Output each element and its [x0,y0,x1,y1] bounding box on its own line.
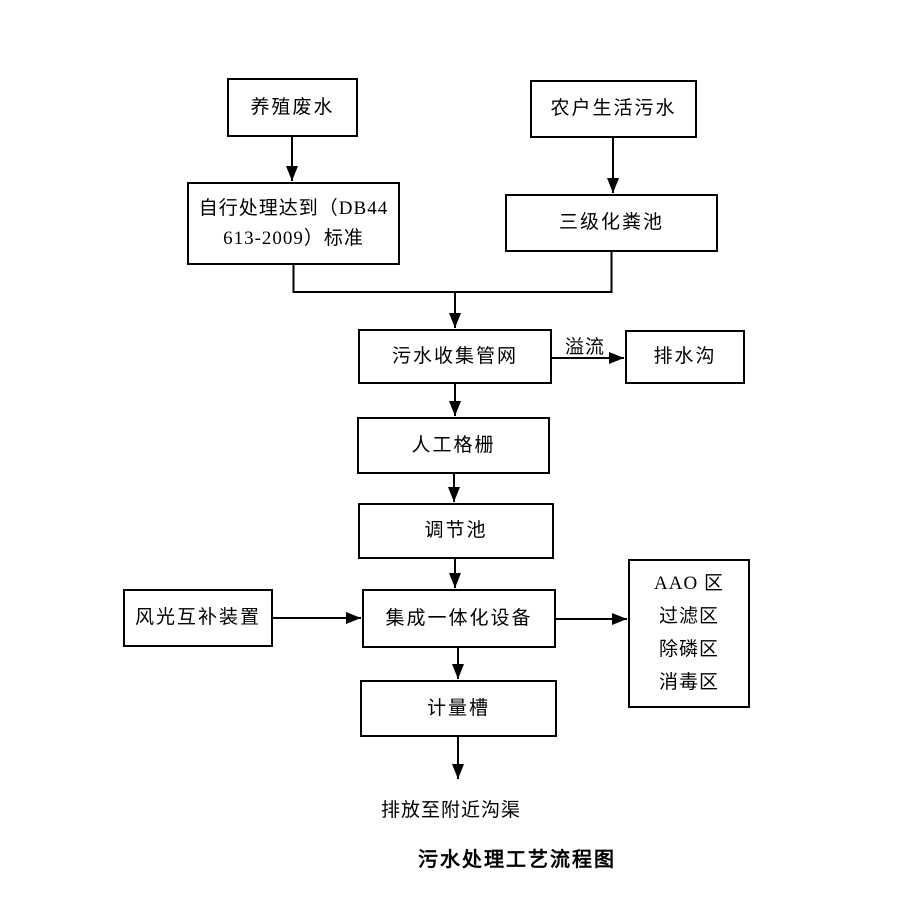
zone-disinfection: 消毒区 [658,672,719,693]
node-drainage-ditch: 排水沟 [625,330,745,384]
node-metering-tank: 计量槽 [360,680,557,737]
node-sewage-collection-network: 污水收集管网 [358,329,552,384]
node-household-sewage: 农户生活污水 [530,80,697,138]
node-regulating-tank: 调节池 [358,503,554,559]
node-manual-screen: 人工格栅 [357,417,550,474]
diagram-title: 污水处理工艺流程图 [418,849,616,871]
node-wind-solar-device: 风光互补装置 [123,589,273,647]
node-septic-tank: 三级化粪池 [505,194,718,252]
node-breeding-wastewater: 养殖废水 [227,78,358,137]
node-integrated-equipment: 集成一体化设备 [362,589,556,648]
zone-aao: AAO 区 [654,573,724,594]
zone-phosphorus-removal: 除磷区 [658,639,719,660]
label-overflow: 溢流 [564,337,605,358]
node-self-treatment-standard: 自行处理达到（DB44 613-2009）标准 [187,182,400,265]
zone-filtration: 过滤区 [658,606,719,627]
node-process-zones: AAO 区 过滤区 除磷区 消毒区 [628,559,750,708]
label-discharge-outlet: 排放至附近沟渠 [380,800,521,821]
